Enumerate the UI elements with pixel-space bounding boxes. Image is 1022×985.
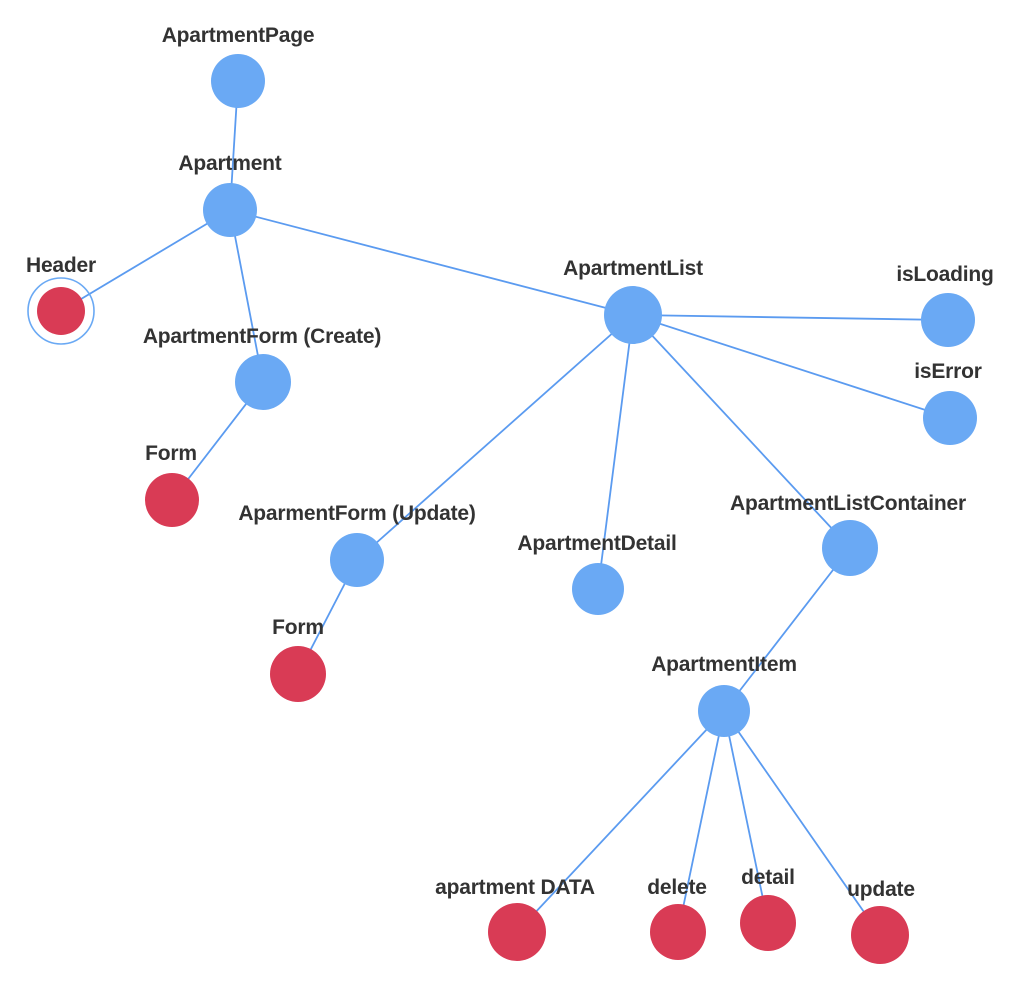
graph-edge <box>516 710 725 933</box>
graph-edge <box>229 209 634 316</box>
graph-edge <box>60 209 231 312</box>
graph-edge <box>356 314 634 561</box>
graph-edge <box>723 547 851 712</box>
graph-node-apartmentFormCreate[interactable] <box>235 354 291 410</box>
graph-node-apartmentListContainer[interactable] <box>822 520 878 576</box>
graph-node-formUpdate[interactable] <box>270 646 326 702</box>
graph-edge <box>632 314 851 549</box>
graph-node-formCreate[interactable] <box>145 473 199 527</box>
graph-node-update[interactable] <box>851 906 909 964</box>
graph-node-apartmentItem[interactable] <box>698 685 750 737</box>
graph-edge <box>632 314 951 419</box>
graph-node-delete[interactable] <box>650 904 706 960</box>
graph-node-apartmentDetail[interactable] <box>572 563 624 615</box>
graph-node-isLoading[interactable] <box>921 293 975 347</box>
graph-node-detail[interactable] <box>740 895 796 951</box>
graph-node-header[interactable] <box>37 287 85 335</box>
graph-edge <box>632 314 949 321</box>
graph-edge <box>723 710 881 936</box>
graph-node-apartmentList[interactable] <box>604 286 662 344</box>
graph-node-apartmentPage[interactable] <box>211 54 265 108</box>
graph-node-isError[interactable] <box>923 391 977 445</box>
graph-edge <box>229 209 264 383</box>
graph-node-apartment[interactable] <box>203 183 257 237</box>
graph-node-apartmentFormUpdate[interactable] <box>330 533 384 587</box>
graph-edge <box>677 710 725 933</box>
node-selection-ring <box>27 277 95 345</box>
node-layer <box>27 54 977 964</box>
graph-edge <box>597 314 634 590</box>
graph-node-apartmentData[interactable] <box>488 903 546 961</box>
graph-edge <box>723 710 769 924</box>
